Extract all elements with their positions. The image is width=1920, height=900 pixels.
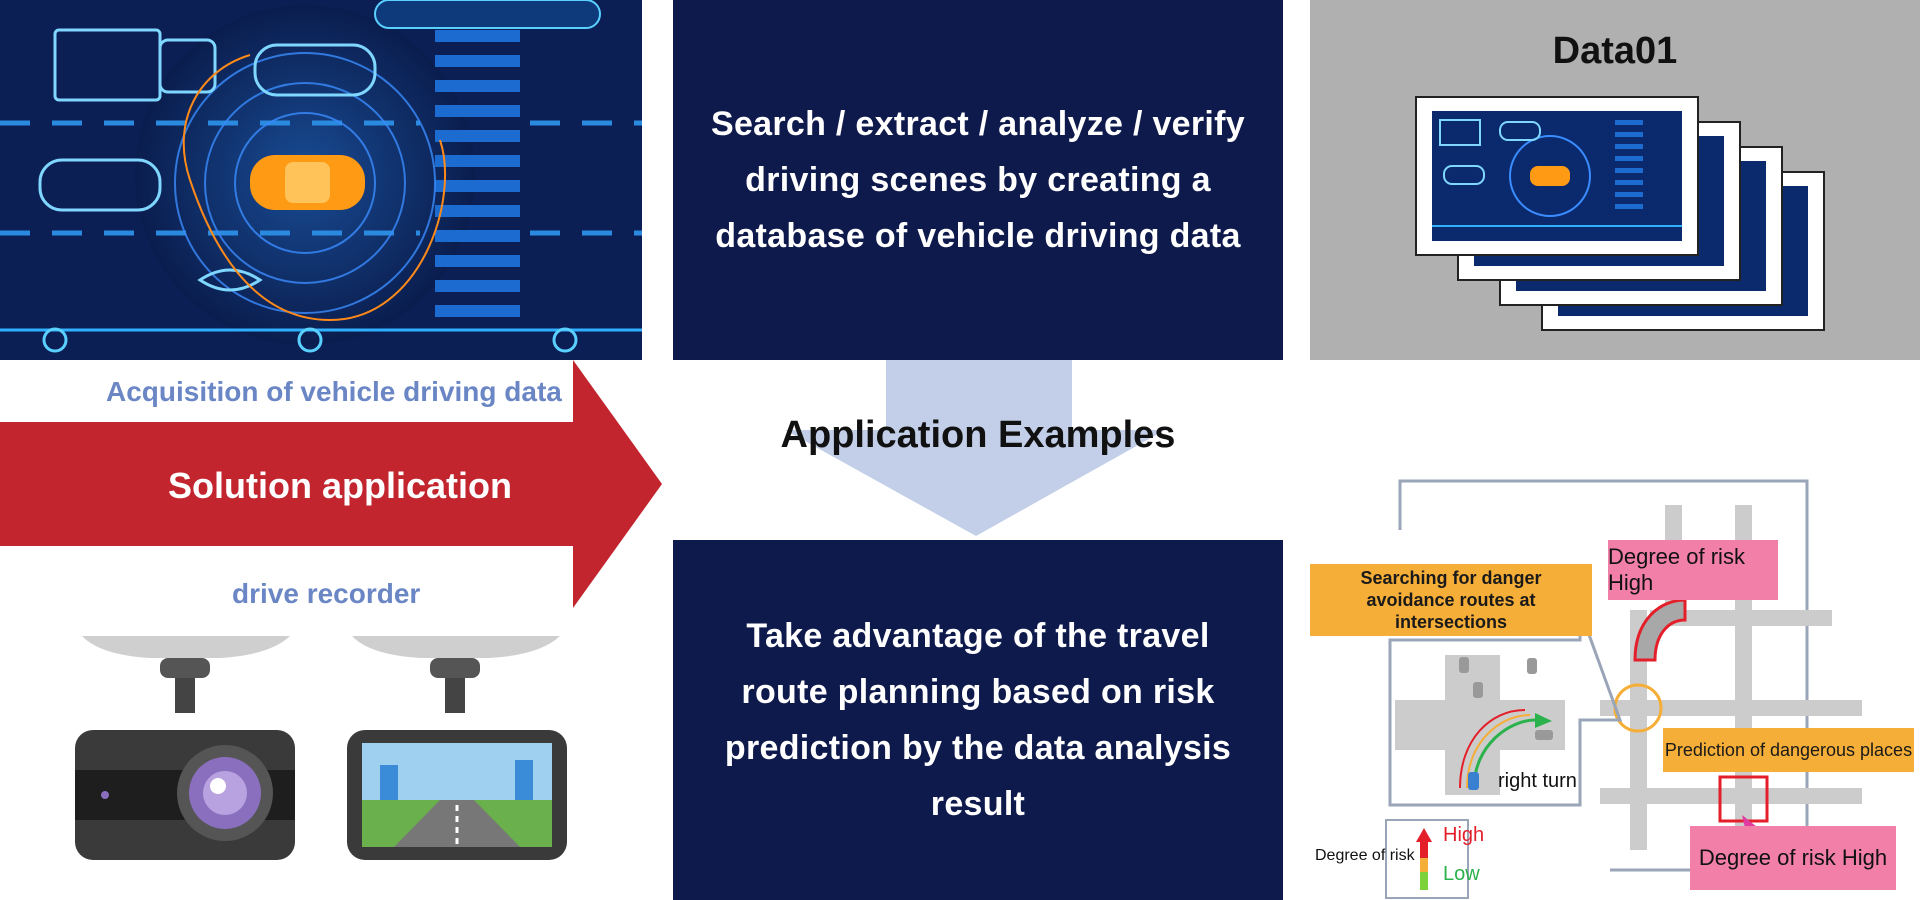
data-panel: Data01	[1310, 0, 1920, 360]
data-title: Data01	[1552, 30, 1678, 72]
legend-low: Low	[1443, 863, 1480, 885]
top-description-text: Search / extract / analyze / verify driv…	[710, 105, 1245, 255]
top-description-box: Search / extract / analyze / verify driv…	[673, 0, 1283, 360]
acquisition-label: Acquisition of vehicle driving data	[106, 376, 562, 407]
down-arrow	[785, 360, 1165, 536]
application-title: Application Examples	[780, 414, 1176, 456]
bottom-description-box: Take advantage of the travel route plann…	[673, 540, 1283, 900]
solution-label: Solution application	[168, 465, 512, 506]
smart-car-illustration	[0, 0, 642, 360]
recorder-label: drive recorder	[232, 578, 421, 609]
risk-map: Searching for danger avoidance routes at…	[1310, 470, 1920, 900]
prediction-tag: Prediction of dangerous places	[1663, 728, 1914, 772]
search-route-tag: Searching for danger avoidance routes at…	[1310, 564, 1592, 636]
risk-high-badge-top: Degree of risk High	[1608, 540, 1778, 600]
data-stack-icon	[1415, 96, 1825, 331]
solution-arrow	[0, 360, 662, 610]
risk-high-badge-bottom: Degree of risk High	[1690, 826, 1896, 890]
legend-label: Degree of risk	[1315, 847, 1415, 864]
bottom-description-text: Take advantage of the travel route plann…	[724, 617, 1232, 823]
legend-high: High	[1443, 824, 1485, 846]
drive-recorder-illustration	[75, 636, 567, 860]
right-turn-label: right turn	[1498, 770, 1577, 792]
road-map	[1385, 479, 1862, 899]
